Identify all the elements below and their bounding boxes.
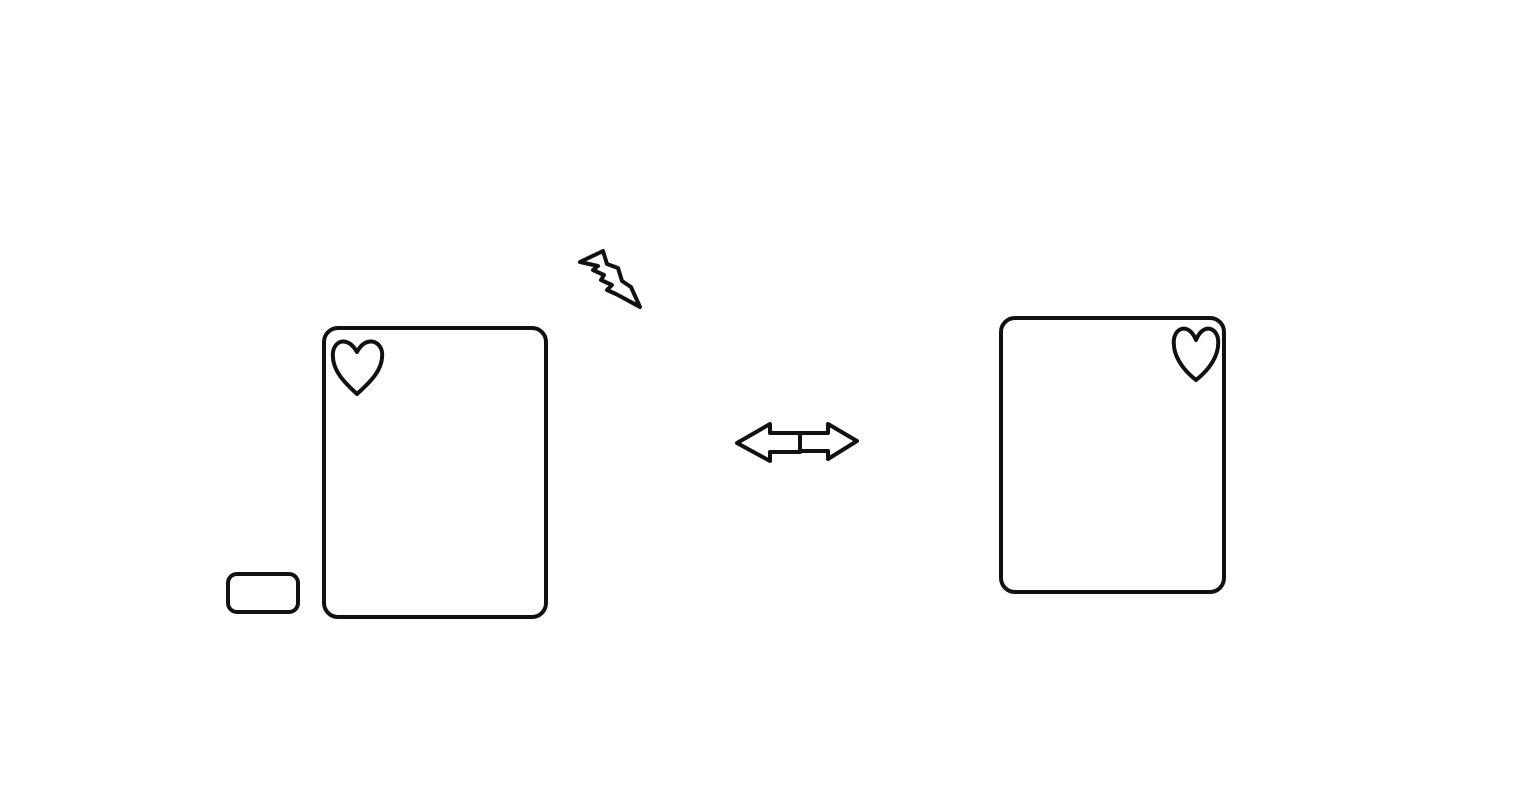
card-left-frame: [322, 326, 548, 619]
card-right-frame: [999, 316, 1226, 594]
heart-icon: [1171, 326, 1221, 382]
card-right: [999, 316, 1226, 594]
double-arrow-icon: [735, 422, 859, 463]
card-left: [322, 326, 548, 619]
lightning-bolt-icon: [578, 249, 642, 309]
heart-icon: [330, 339, 385, 396]
small-tile: [226, 572, 300, 614]
